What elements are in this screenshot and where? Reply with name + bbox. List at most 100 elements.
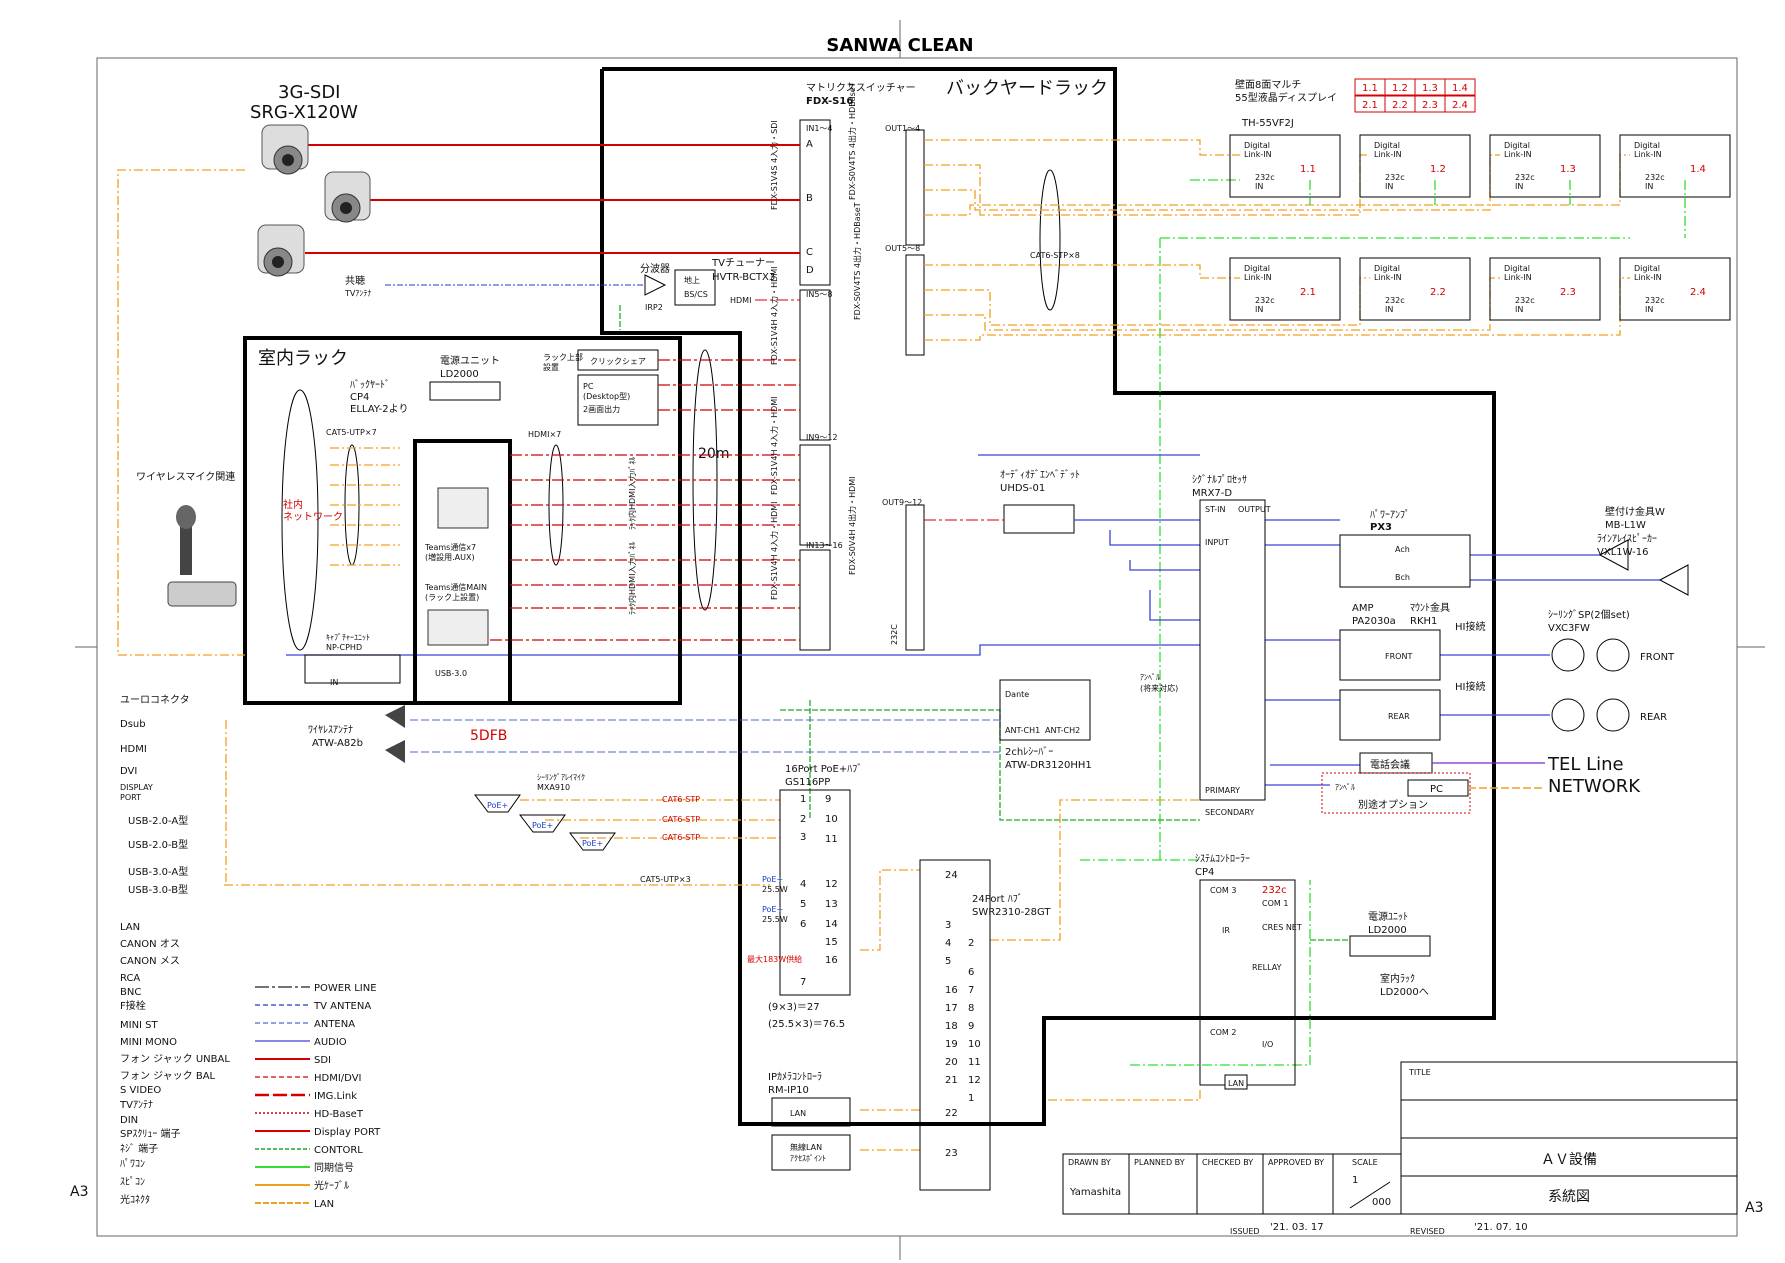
svg-text:IN: IN <box>1515 305 1523 314</box>
port-a-1: A <box>806 139 813 150</box>
display-map: 1.1 1.2 1.3 1.4 2.1 2.2 2.3 2.4 <box>1354 78 1476 113</box>
poe-port: 14 <box>825 919 838 930</box>
antenna-icon <box>385 740 405 763</box>
legend-line-label: AUDIO <box>314 1037 347 1048</box>
indoor-hdmi-lines <box>490 359 800 641</box>
power-amp-model: PX3 <box>1370 522 1392 533</box>
rack-pc-2: (Desktop型) <box>583 392 630 401</box>
map-1-4: 1.4 <box>1452 83 1468 94</box>
displays-title-1: 壁面8面マルチ <box>1235 78 1301 91</box>
sys-ctrl-lan-port <box>1224 1074 1248 1090</box>
teams-main-2: (ラック上設置) <box>425 592 479 602</box>
legend-connector: MINI ST <box>120 1020 159 1031</box>
svg-text:Link-IN: Link-IN <box>1634 273 1662 282</box>
port-c-1: C <box>806 247 813 258</box>
sys-ctrl-model: CP4 <box>1195 867 1214 878</box>
dsp-name: ｼｸﾞﾅﾙﾌﾟﾛｾｯｻ <box>1192 474 1247 486</box>
amp-rear-label: REAR <box>1388 712 1410 721</box>
shared-antenna-2: TVｱﾝﾃﾅ <box>344 289 371 298</box>
in-group-2: IN5～8 <box>806 290 833 299</box>
rack-top-2: 設置 <box>543 362 559 372</box>
poe-note-2: PoE+ <box>762 905 783 914</box>
output-card-hdbt-2 <box>905 254 925 356</box>
poe-port: 13 <box>825 899 838 910</box>
legend-connector: USB-2.0-B型 <box>128 838 188 851</box>
system-controller-box <box>1199 879 1296 1086</box>
hub-port: 22 <box>945 1108 958 1119</box>
tv-tuner-model: HVTR-BCTX3 <box>712 272 775 283</box>
power-unit2-box <box>1349 935 1431 957</box>
legend-connector: DISPLAY <box>120 783 153 792</box>
sys-ctrl-name: ｼｽﾃﾑｺﾝﾄﾛｰﾗｰ <box>1195 854 1250 865</box>
hub-port: 24 <box>945 870 958 881</box>
tuner-hdmi: HDMI <box>730 296 751 305</box>
sys-ctrl-rellay: RELLAY <box>1252 963 1282 972</box>
legend-line-label: POWER LINE <box>314 983 377 994</box>
poe-port: 15 <box>825 937 838 948</box>
tb-revised-label: REVISED <box>1410 1227 1445 1236</box>
legend-connector: BNC <box>120 987 141 998</box>
svg-text:Link-IN: Link-IN <box>1374 150 1402 159</box>
out-card-label-2: FDX-S0V4TS 4出力・HDBaseT <box>852 202 862 320</box>
legend-connector: S VIDEO <box>120 1085 161 1096</box>
displays-title-2: 55型液晶ディスプレイ <box>1235 91 1337 104</box>
rack-pc-3: 2画面出力 <box>583 404 620 414</box>
network-label-2: ネットワーク <box>283 511 343 523</box>
poe-port: 3 <box>800 832 806 843</box>
matrix-switcher-model: FDX-S16 <box>806 96 853 107</box>
teams-aux-2: (増設用.AUX) <box>425 552 475 562</box>
output-card-hdmi <box>905 504 925 651</box>
sys-ctrl-lan: LAN <box>1228 1079 1244 1088</box>
wlan-1: 無線LAN <box>790 1142 822 1152</box>
audio-embedder-box <box>1003 504 1075 534</box>
tb-approved-by: APPROVED BY <box>1268 1158 1324 1167</box>
ceiling-sp-model: VXC3FW <box>1548 623 1590 634</box>
svg-text:IN: IN <box>1515 182 1523 191</box>
camera-model: SRG-X120W <box>250 102 358 123</box>
legend-connector: MINI MONO <box>120 1037 177 1048</box>
indoor-rack-inner-outline <box>413 439 512 705</box>
ceiling-mic-icon <box>473 794 521 813</box>
legend-connector: DIN <box>120 1115 138 1126</box>
legend-line-label: HD-BaseT <box>314 1109 364 1120</box>
audio-embedder-name: ｵｰﾃﾞｨｵﾃﾞｴﾝﾍﾞﾃﾞｯﾄ <box>1000 469 1080 481</box>
wireless-antenna-label: ﾜｲﾔﾚｽｱﾝﾃﾅ <box>308 724 353 736</box>
connector-legend: ユーロコネクタ Dsub HDMI DVI DISPLAY PORT USB-2… <box>119 694 230 1206</box>
in-card-label-4: FDX-S1V4H 4入力・HDMI <box>769 501 779 600</box>
svg-text:232c: 232c <box>1255 173 1275 182</box>
wireless-mic-icon <box>167 505 237 607</box>
receiver-name: 2chﾚｼｰﾊﾞｰ <box>1005 746 1053 758</box>
poe-port: 9 <box>825 794 831 805</box>
hub-port: 21 <box>945 1075 958 1086</box>
hub-port: 9 <box>968 1021 974 1032</box>
legend-connector: USB-3.0-B型 <box>128 883 188 896</box>
input-card-hdmi-3 <box>799 549 831 651</box>
hub-port: 6 <box>968 967 974 978</box>
hdmi-bundle-label: HDMI×7 <box>528 430 561 439</box>
sheet-size-right: A3 <box>1745 1200 1763 1216</box>
hub-port: 1 <box>968 1093 974 1104</box>
camera-type: 3G-SDI <box>278 82 341 103</box>
legend-connector: USB-2.0-A型 <box>128 814 188 827</box>
legend-connector: CANON オス <box>120 938 180 950</box>
poe-max: 最大183W供給 <box>747 954 802 964</box>
ceiling-mic-icon <box>518 814 566 833</box>
poe-port: 2 <box>800 814 806 825</box>
tv-tuner-name: TVチューナー <box>711 257 775 269</box>
in-group-3: IN9～12 <box>806 433 838 442</box>
option-ampel: ｱﾝﾍﾟﾙ <box>1335 783 1355 792</box>
ceiling-sp-front: FRONT <box>1640 652 1675 663</box>
tb-checked-by: CHECKED BY <box>1202 1158 1253 1167</box>
svg-text:232c: 232c <box>1515 296 1535 305</box>
tv-tuner-box <box>674 269 716 306</box>
svg-text:Digital: Digital <box>1634 264 1660 273</box>
poe-label-3: PoE+ <box>582 839 603 848</box>
capture-2: NP-CPHD <box>326 643 362 652</box>
cat6-bundle-ellipse <box>1039 169 1061 311</box>
backyard-ref-3: ELLAY-2より <box>350 403 408 415</box>
svg-text:2.2: 2.2 <box>1430 287 1446 298</box>
shared-antenna-1: 共聴 <box>345 275 365 287</box>
svg-text:Link-IN: Link-IN <box>1634 150 1662 159</box>
rack-pc-1: PC <box>583 382 594 391</box>
